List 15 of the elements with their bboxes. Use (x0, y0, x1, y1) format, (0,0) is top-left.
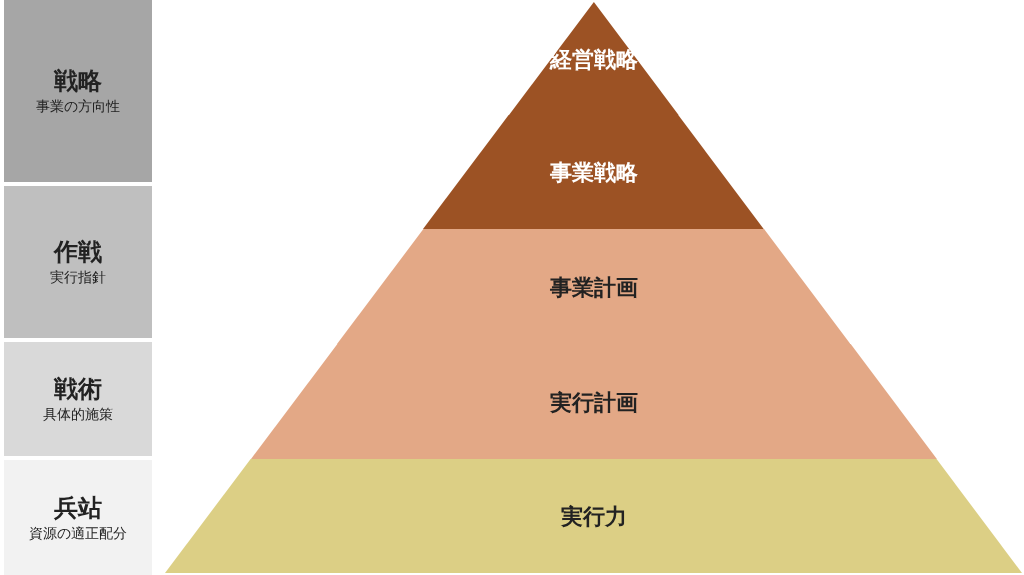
category-description: 資源の適正配分 (29, 523, 127, 543)
band-label: 事業計画 (549, 274, 638, 300)
category-box (4, 342, 152, 456)
category-heading: 兵站 (54, 492, 102, 523)
band-label: 事業戦略 (549, 160, 638, 185)
category-heading: 作戦 (54, 237, 102, 267)
category-heading: 戦術 (54, 374, 102, 404)
category-heading: 戦略 (54, 66, 102, 96)
band-label: 実行計画 (549, 389, 638, 415)
category-description: 実行指針 (50, 268, 106, 287)
band-label: 実行力 (560, 504, 627, 529)
category-description: 事業の方向性 (36, 97, 120, 116)
category-box (4, 0, 152, 182)
category-box (4, 186, 152, 338)
category-description: 具体的施策 (43, 405, 113, 424)
